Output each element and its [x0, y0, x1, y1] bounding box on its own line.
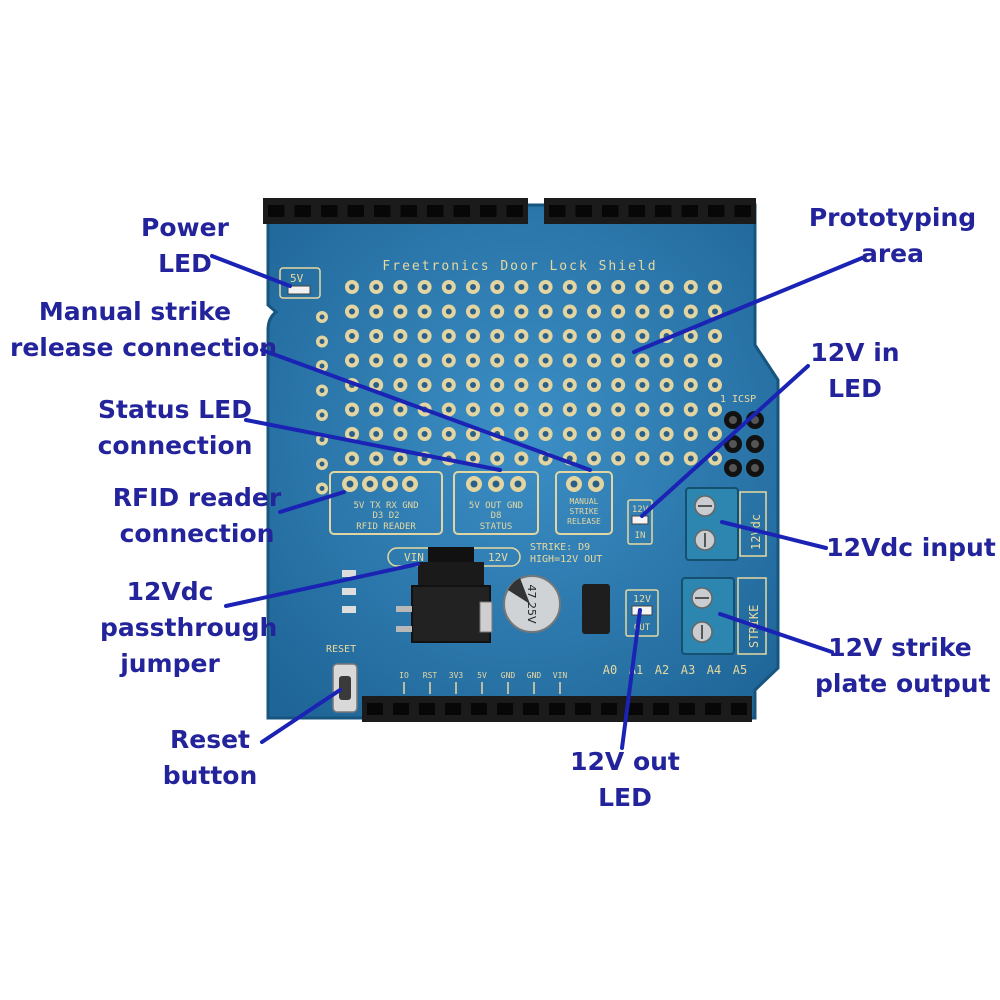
board-title: Freetronics Door Lock Shield: [382, 259, 657, 274]
top-header-left: [263, 198, 528, 224]
leader-power-led: [210, 254, 292, 288]
12v-out-led: 12V OUT: [625, 589, 659, 637]
strike-high-label: HIGH=12V OUT: [530, 554, 602, 565]
svg-text:12V: 12V: [488, 551, 508, 564]
svg-text:12V: 12V: [632, 505, 649, 515]
leader-prototyping: [632, 256, 864, 354]
svg-text:STRIKE: STRIKE: [570, 507, 599, 516]
svg-text:3V3: 3V3: [449, 671, 464, 680]
svg-text:VIN: VIN: [404, 551, 424, 564]
callout-passthrough: 12Vdc passthrough jumper: [100, 577, 278, 678]
svg-text:VIN: VIN: [553, 671, 568, 680]
leader-strike-output: [718, 612, 834, 654]
svg-text:OUT: OUT: [634, 623, 651, 633]
voltage-regulator: [396, 562, 491, 643]
svg-text:GND: GND: [527, 671, 542, 680]
bottom-header: [362, 696, 752, 722]
svg-text:A3: A3: [681, 663, 695, 677]
rfid-reader-connector: 5V TX RX GND D3 D2 RFID READER: [329, 471, 443, 535]
svg-text:MANUAL: MANUAL: [570, 497, 599, 506]
status-led-connector: 5V OUT GND D8 STATUS: [453, 471, 539, 535]
leader-in-led: [640, 364, 810, 518]
callout-out-led: 12V out LED: [570, 747, 680, 812]
leader-status-led: [244, 418, 502, 472]
svg-text:A0: A0: [603, 663, 617, 677]
leader-out-led: [620, 608, 642, 750]
svg-text:D3 D2: D3 D2: [372, 511, 399, 521]
strike-pin-label: STRIKE: D9: [530, 542, 590, 553]
top-header-right: [544, 198, 756, 224]
callout-power-led: Power LED: [141, 213, 229, 278]
leader-rfid-reader: [278, 490, 346, 514]
callout-prototyping: Prototyping area: [808, 203, 977, 268]
svg-text:A4: A4: [707, 663, 721, 677]
svg-text:RELEASE: RELEASE: [567, 517, 601, 526]
connector-pads: [342, 476, 604, 492]
smd-components: [342, 570, 610, 634]
callout-strike-output: 12V strike plate output: [815, 633, 991, 698]
callout-manual-strike: Manual strike release connection: [10, 297, 278, 362]
leader-reset-button: [260, 688, 342, 744]
svg-text:IN: IN: [635, 531, 646, 541]
prototyping-pad-grid: [316, 280, 722, 495]
svg-text:A2: A2: [655, 663, 669, 677]
callout-dc-input: 12Vdc input: [826, 533, 996, 562]
strike-output-terminal-block: STRIKE: [681, 577, 767, 655]
callout-reset-button: Reset button: [162, 725, 258, 790]
svg-text:RFID READER: RFID READER: [356, 522, 416, 532]
capacitor: 47 25V: [503, 575, 561, 633]
svg-text:5V TX RX GND: 5V TX RX GND: [353, 501, 418, 511]
leader-lines: [210, 254, 864, 750]
leader-dc-input: [720, 520, 828, 550]
svg-text:5V OUT GND: 5V OUT GND: [469, 501, 523, 511]
manual-strike-connector: MANUAL STRIKE RELEASE: [555, 471, 613, 535]
svg-text:A5: A5: [733, 663, 747, 677]
svg-text:STATUS: STATUS: [480, 522, 513, 532]
svg-text:D8: D8: [491, 511, 502, 521]
svg-text:5V: 5V: [290, 272, 304, 285]
svg-text:1 ICSP: 1 ICSP: [720, 394, 756, 405]
svg-text:5V: 5V: [477, 671, 487, 680]
callout-rfid-reader: RFID reader connection: [112, 483, 282, 548]
svg-text:IO: IO: [399, 671, 409, 680]
callout-in-led: 12V in LED: [810, 338, 900, 403]
svg-text:47 25V: 47 25V: [525, 584, 538, 623]
callout-status-led: Status LED connection: [97, 395, 253, 460]
svg-text:12V: 12V: [633, 594, 651, 605]
leader-manual-strike: [260, 348, 592, 472]
svg-text:RST: RST: [423, 671, 438, 680]
reset-button[interactable]: RESET: [326, 644, 358, 713]
svg-text:RESET: RESET: [326, 644, 356, 655]
leader-passthrough: [224, 562, 420, 608]
svg-text:GND: GND: [501, 671, 516, 680]
